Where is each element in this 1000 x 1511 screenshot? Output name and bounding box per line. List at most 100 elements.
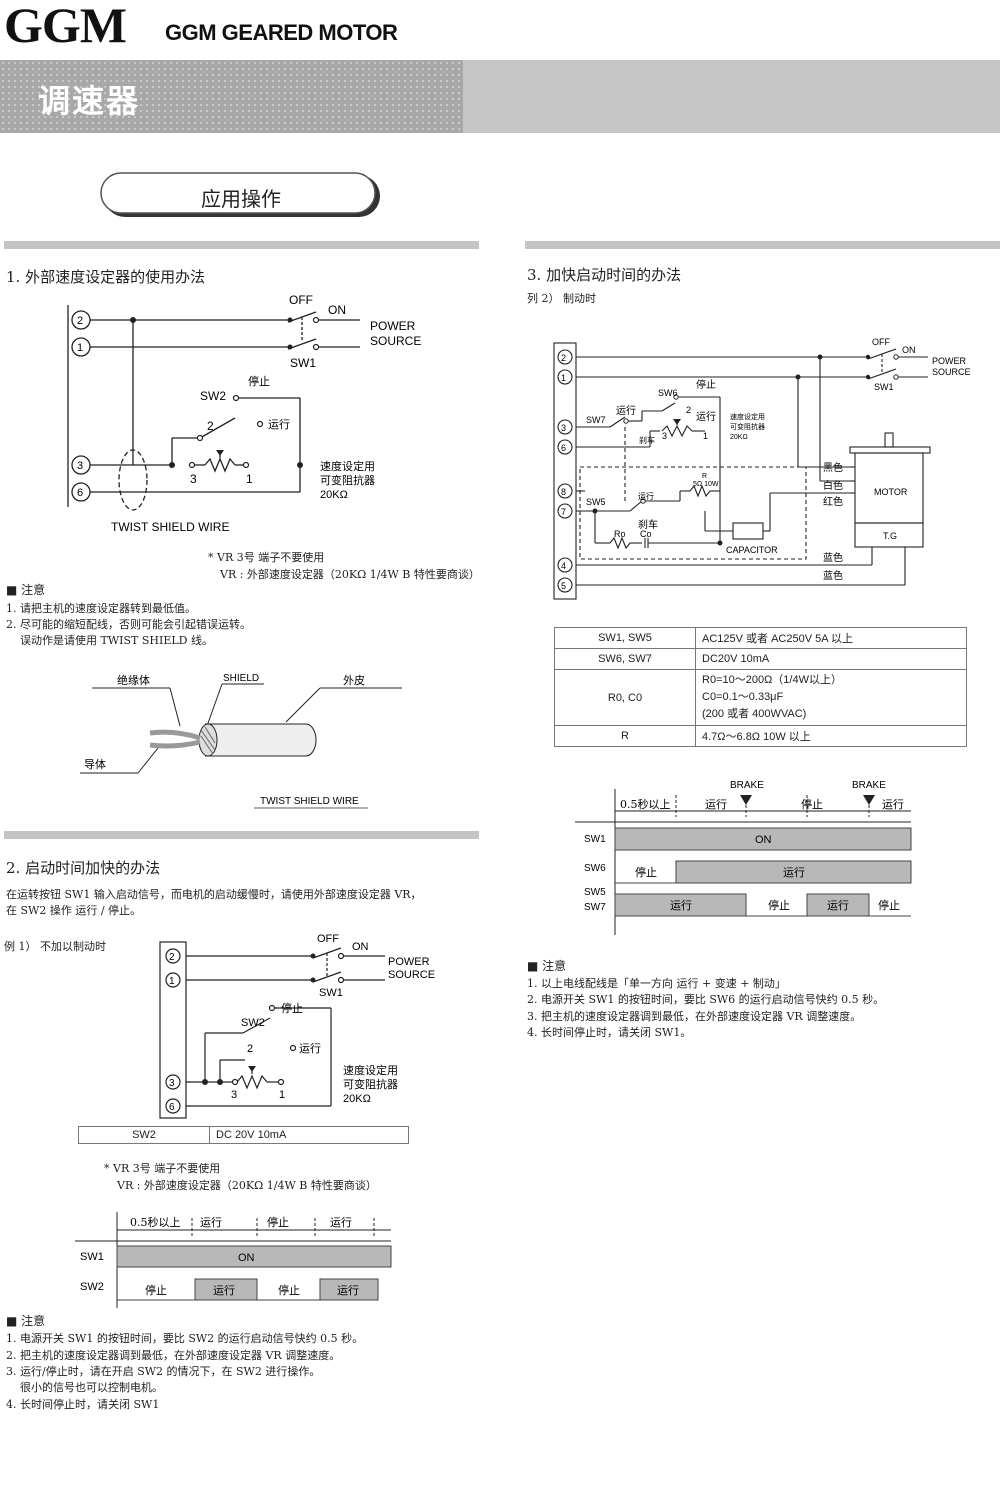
timing-bar-sw1-on: [614, 827, 912, 851]
sw1-label: SW1: [874, 382, 894, 392]
table-row: R0, C0 R0=10～200Ω（1/4W以上） C0=0.1～0.33μF …: [554, 669, 967, 726]
spec-value: DC 20V 10mA: [209, 1126, 409, 1144]
on-label: ON: [328, 303, 346, 317]
power-label: POWER: [370, 319, 416, 333]
co-label: Co: [640, 529, 652, 539]
vr-label-2: 可变阻抗器: [343, 1077, 398, 1091]
timing-row-sw7: SW7: [584, 902, 606, 913]
terminal-3: 3: [561, 423, 566, 433]
timing-bar-sw7-run2: [806, 893, 870, 917]
sec2-note-1: 1. 电源开关 SW1 的按钮时间，要比 SW2 的运行启动信号快约 0.5 秒…: [6, 1332, 364, 1345]
node-3: 3: [190, 472, 197, 486]
terminal-2: 2: [77, 315, 83, 327]
node-1: 1: [246, 472, 253, 486]
sec1-notes-title: ■ 注意: [6, 583, 46, 597]
motor-label: MOTOR: [874, 487, 908, 497]
timing-header-1: 运行: [200, 1216, 222, 1229]
power-label: POWER: [388, 956, 430, 968]
shield-label: SHIELD: [223, 673, 259, 684]
spec-name: SW2: [78, 1126, 210, 1144]
vr-label-3: 20KΩ: [730, 434, 748, 441]
conductor-label: 导体: [84, 757, 106, 771]
spec-value-line: R0=10～200Ω（1/4W以上）: [702, 674, 842, 686]
node-2: 2: [247, 1043, 253, 1055]
sec3-example: 列 2） 制动时: [527, 292, 596, 305]
timing-seg: 运行: [670, 899, 692, 912]
timing-seg: 运行: [827, 899, 849, 912]
timing-header-0: 0.5秒以上: [620, 797, 671, 811]
stop-label: 停止: [696, 378, 716, 391]
timing-header-2: 停止: [801, 797, 823, 811]
sec2-note-4: 很小的信号也可以控制电机。: [20, 1381, 163, 1394]
timing-row-sw1: SW1: [584, 834, 606, 845]
timing-bar-sw7-run1: [614, 893, 747, 917]
sec2-note-5: 4. 长时间停止时，请关闭 SW1: [6, 1398, 160, 1411]
wiring-diagram-3: 2 1 3 6 8 7 4 5 OFF ON POWER SOURCE SW1 …: [553, 337, 971, 600]
sw5-label: SW5: [586, 497, 606, 507]
sec2-notes-title: ■ 注意: [6, 1314, 46, 1328]
sw1-label: SW1: [319, 987, 343, 999]
sec1-note-2: 2. 尽可能的缩短配线，否则可能会引起错误运转。: [6, 618, 251, 631]
timing-on: ON: [755, 834, 772, 846]
vr-label-2: 可变阻抗器: [730, 422, 765, 431]
timing-seg: 运行: [213, 1284, 235, 1297]
sec2-spec-table: SW2 DC 20V 10mA: [78, 1126, 409, 1144]
node-1: 1: [703, 431, 708, 441]
sec2-desc-1: 在运转按钮 SW1 输入启动信号，而电机的启动缓慢时，请使用外部速度设定器 VR…: [6, 888, 422, 901]
sec2-note-2: 2. 把主机的速度设定器调到最低，在外部速度设定器 VR 调整速度。: [6, 1349, 341, 1362]
wire-blue-2: 蓝色: [823, 569, 843, 582]
on-label: ON: [352, 941, 369, 953]
brand-logo: GGM: [4, 0, 127, 53]
spec-name: R0, C0: [554, 669, 696, 726]
sec2-example: 例 1） 不加以制动时: [4, 940, 106, 953]
section-pill-label: 应用操作: [201, 187, 281, 211]
terminal-3: 3: [77, 460, 83, 472]
r-label: R: [702, 473, 707, 480]
timing-chart-2: BRAKE BRAKE 0.5秒以上 运行 停止 运行 SW1 SW6 SW5 …: [575, 780, 912, 935]
vr-label-2: 可变阻抗器: [320, 473, 375, 487]
section1-title: 1. 外部速度设定器的使用办法: [6, 268, 206, 286]
timing-seg: 运行: [783, 866, 805, 879]
spec-value: DC20V 10mA: [695, 648, 967, 670]
ro-label: Ro: [614, 529, 626, 539]
off-label: OFF: [872, 337, 890, 347]
terminal-6: 6: [77, 487, 83, 499]
timing-bar-sw1-on: [116, 1245, 392, 1268]
terminal-2: 2: [561, 353, 566, 363]
sec2-desc-2: 在 SW2 操作 运行 / 停止。: [6, 904, 142, 917]
terminal-1: 1: [561, 373, 566, 383]
node-3: 3: [662, 431, 667, 441]
timing-header-1: 运行: [705, 798, 727, 811]
timing-bar-sw2-run1: [194, 1278, 258, 1301]
timing-bar-sw6-run: [675, 860, 912, 884]
timing-row-sw1: SW1: [80, 1251, 104, 1263]
timing-chart-1: 0.5秒以上 运行 停止 运行 SW1 SW2 ON 停止 运行 停止 运行: [75, 1212, 392, 1308]
spec-name: R: [554, 725, 696, 747]
sec3-note-1: 1. 以上电线配线是「单一方向 运行 + 变速 + 制动」: [527, 977, 786, 990]
source-label: SOURCE: [932, 367, 971, 377]
wire-black: 黑色: [823, 461, 843, 474]
section-pill: [100, 172, 380, 217]
source-label: SOURCE: [388, 969, 435, 981]
node-2: 2: [207, 419, 214, 433]
timing-header-3: 运行: [882, 798, 904, 811]
section2-title: 2. 启动时间加快的办法: [6, 859, 161, 877]
table-row: R 4.7Ω～6.8Ω 10W 以上: [554, 725, 967, 747]
source-label: SOURCE: [370, 334, 421, 348]
sec3-note-2: 2. 电源开关 SW1 的按钮时间，要比 SW6 的运行启动信号快约 0.5 秒…: [527, 993, 885, 1006]
brake-marker-2: [863, 795, 875, 805]
timing-header-2: 停止: [267, 1215, 289, 1229]
terminal-5: 5: [561, 581, 566, 591]
sec1-note-3: 误动作是请使用 TWIST SHIELD 线。: [20, 634, 213, 647]
sec3-note-3: 3. 把主机的速度设定器调到最低，在外部速度设定器 VR 调整速度。: [527, 1010, 862, 1023]
timing-seg: 停止: [145, 1283, 167, 1297]
cable-caption: TWIST SHIELD WIRE: [260, 796, 359, 807]
wire-white: 白色: [823, 479, 843, 492]
node-2: 2: [686, 405, 691, 415]
timing-on: ON: [238, 1252, 255, 1264]
terminal-2: 2: [169, 952, 175, 963]
table-row: SW6, SW7 DC20V 10mA: [554, 648, 967, 670]
sw2-label: SW2: [241, 1017, 265, 1029]
sheath-label: 外皮: [343, 674, 365, 687]
run-label: 运行: [299, 1042, 321, 1055]
